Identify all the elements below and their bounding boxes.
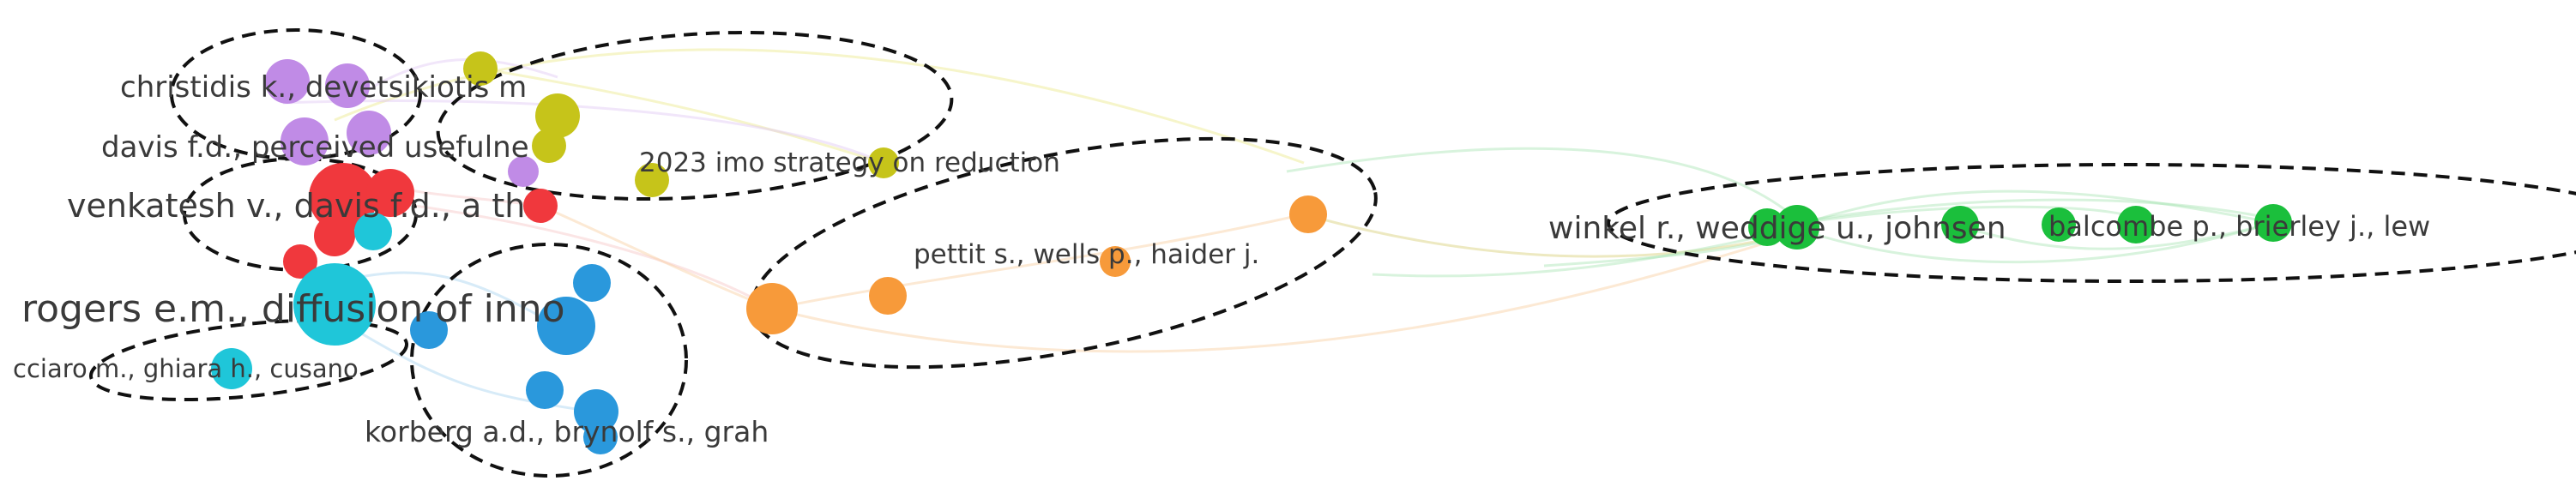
node-orange — [746, 283, 798, 334]
node-blue — [573, 264, 611, 302]
label-cciaro: cciaro m., ghiara h., cusano — [13, 354, 359, 383]
network-edges — [282, 48, 2274, 413]
edge — [1792, 189, 2274, 229]
label-christidis: christidis k., devetsikiotis m — [120, 70, 527, 105]
label-rogers: rogers e.m., diffusion of inno — [21, 287, 565, 331]
edge — [1792, 198, 2274, 225]
label-korberg: korberg a.d., brynolf s., grah — [365, 415, 769, 448]
node-yellow — [868, 147, 899, 178]
label-pettit: pettit s., wells p., haider j. — [914, 239, 1259, 270]
node-blue — [537, 297, 595, 355]
node-green — [1941, 206, 1979, 243]
node-red — [314, 215, 355, 256]
label-venkatesh: venkatesh v., davis f.d., a th — [67, 187, 525, 225]
node-purple — [281, 117, 329, 165]
node-labels: christidis k., devetsikiotis m davis f.d… — [13, 70, 2430, 448]
cluster-outline-cyan — [88, 318, 409, 402]
edge — [1372, 225, 1802, 278]
node-orange — [1289, 195, 1327, 233]
node-red — [309, 163, 377, 231]
node-green — [1748, 208, 1786, 246]
node-green — [2117, 206, 2155, 243]
node-cyan — [354, 213, 392, 250]
node-green — [2254, 204, 2292, 242]
node-yellow — [463, 51, 498, 86]
node-yellow — [532, 129, 566, 163]
edge — [771, 230, 1802, 353]
edge — [282, 99, 884, 165]
edge — [771, 213, 1305, 310]
node-red — [523, 189, 558, 223]
cluster-outline-yellow — [436, 30, 954, 201]
node-cyan — [293, 263, 376, 346]
node-purple — [508, 156, 539, 187]
label-winkel: winkel r., weddige u., johnsen — [1548, 211, 2006, 246]
cluster-outline-purple — [170, 28, 422, 160]
node-blue — [526, 371, 564, 409]
node-orange — [869, 277, 907, 315]
node-blue — [583, 420, 618, 454]
node-red — [366, 169, 414, 217]
node-purple — [265, 59, 310, 104]
label-imo: 2023 imo strategy on reduction — [639, 147, 1060, 178]
node-cyan — [211, 348, 252, 389]
edge — [1792, 221, 2274, 264]
edge — [1955, 221, 2274, 250]
edge — [359, 58, 558, 96]
label-davis-perceived: davis f.d., perceived usefulne — [101, 130, 529, 165]
node-purple — [325, 63, 370, 108]
node-orange — [1100, 246, 1131, 277]
label-balcombe: balcombe p., brierley j., lew — [2048, 210, 2430, 243]
edge — [334, 48, 1305, 165]
edge — [480, 67, 884, 165]
node-green — [2042, 207, 2076, 242]
node-yellow — [535, 93, 580, 138]
node-red — [283, 244, 317, 279]
node-purple — [347, 111, 391, 155]
cluster-outline-green — [1607, 163, 2576, 283]
cluster-outline-blue — [410, 243, 688, 478]
edge — [1303, 213, 1802, 258]
node-yellow — [635, 163, 669, 197]
node-blue — [410, 311, 448, 349]
edge — [1286, 147, 1803, 225]
node-green — [1775, 205, 1819, 250]
edge — [540, 204, 773, 310]
network-nodes — [211, 51, 2292, 454]
